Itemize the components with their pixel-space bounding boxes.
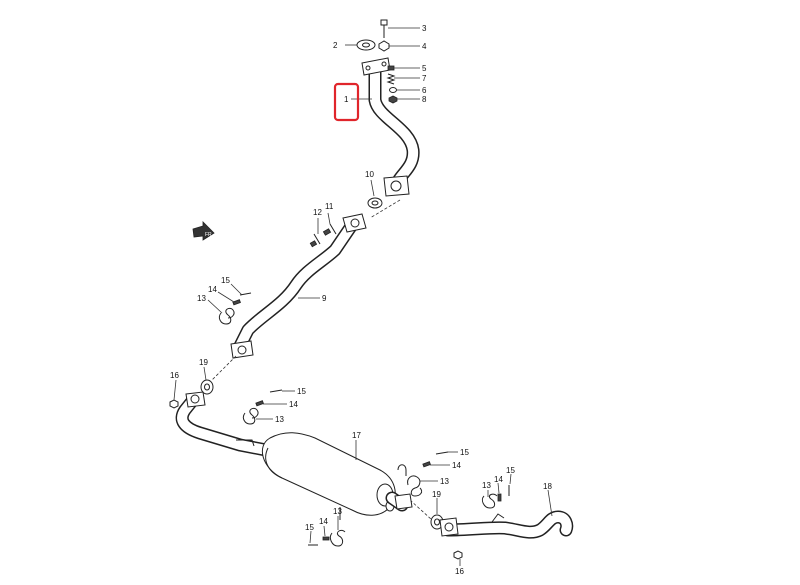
pipe-bolt-part[interactable]	[309, 233, 321, 248]
nut-part[interactable]	[453, 550, 463, 560]
front-exhaust-pipe-part[interactable]	[361, 57, 420, 197]
callout-13: 13	[440, 477, 449, 486]
callout-15: 15	[506, 466, 515, 475]
callout-14: 14	[208, 285, 217, 294]
nut-part[interactable]	[378, 40, 390, 52]
connection-line	[211, 355, 237, 381]
front-direction-arrow-icon: FR	[192, 221, 215, 241]
connection-line	[369, 199, 401, 219]
callout-12: 12	[313, 208, 322, 217]
callout-14: 14	[319, 517, 328, 526]
callout-13: 13	[333, 507, 342, 516]
callout-numbers: 3 2 4 5 7 6 8 1 10 11 12 9 15 14 13 19 1…	[170, 24, 552, 576]
callout-11: 11	[325, 202, 334, 211]
rubber-hanger-part[interactable]	[407, 475, 423, 497]
rubber-hanger-part[interactable]	[481, 493, 498, 509]
callout-5: 5	[422, 64, 427, 73]
gasket-hole	[434, 518, 440, 526]
stud-part[interactable]	[387, 65, 395, 71]
gasket-hole	[204, 383, 210, 391]
callout-14: 14	[289, 400, 298, 409]
callout-16: 16	[170, 371, 179, 380]
callout-19: 19	[432, 490, 441, 499]
gasket-part[interactable]	[200, 379, 214, 395]
center-pipe-part[interactable]	[230, 213, 367, 359]
callout-3: 3	[422, 24, 427, 33]
callout-1: 1	[344, 95, 349, 104]
gasket-part[interactable]	[356, 39, 376, 51]
callout-14: 14	[494, 475, 503, 484]
hanger-clip-part[interactable]	[497, 493, 502, 502]
callout-15: 15	[305, 523, 314, 532]
gasket-ring-hole	[371, 200, 379, 206]
callout-13: 13	[482, 481, 491, 490]
hanger-bolt-part[interactable]	[269, 389, 283, 393]
callout-16: 16	[455, 567, 464, 576]
callout-10: 10	[365, 170, 374, 179]
rubber-hanger-part[interactable]	[329, 529, 346, 547]
callout-2: 2	[333, 41, 338, 50]
bolt-part[interactable]	[380, 19, 388, 38]
callout-4: 4	[422, 42, 427, 51]
callout-6: 6	[422, 86, 427, 95]
gasket-hole	[362, 42, 370, 48]
callout-15: 15	[221, 276, 230, 285]
rubber-hanger-part[interactable]	[242, 407, 259, 425]
tail-pipe-part[interactable]	[439, 510, 574, 539]
hanger-clip-part[interactable]	[232, 299, 241, 306]
callout-17: 17	[352, 431, 361, 440]
lock-nut-part[interactable]	[388, 95, 398, 104]
gasket-ring-part[interactable]	[367, 197, 383, 209]
callout-7: 7	[422, 74, 427, 83]
callout-8: 8	[422, 95, 427, 104]
callout-15: 15	[297, 387, 306, 396]
highlight-box	[333, 82, 360, 122]
spring-part[interactable]	[386, 73, 396, 85]
hanger-clip-part[interactable]	[422, 461, 431, 468]
callout-13: 13	[197, 294, 206, 303]
connection-line	[409, 499, 433, 521]
callout-14: 14	[452, 461, 461, 470]
leader-lines	[173, 27, 553, 566]
callout-9: 9	[322, 294, 327, 303]
pipe-bolt-part[interactable]	[322, 223, 337, 236]
hanger-bolt-part[interactable]	[435, 451, 449, 455]
rubber-hanger-part[interactable]	[218, 307, 235, 325]
front-arrow-label: FR	[205, 232, 212, 238]
hanger-clip-part[interactable]	[322, 536, 330, 541]
nut-part[interactable]	[169, 399, 179, 409]
callout-13: 13	[275, 415, 284, 424]
muffler-part[interactable]	[175, 391, 413, 520]
hanger-clip-part[interactable]	[255, 400, 264, 407]
callout-19: 19	[199, 358, 208, 367]
washer-part[interactable]	[389, 87, 397, 93]
callout-18: 18	[543, 482, 552, 491]
callout-15: 15	[460, 448, 469, 457]
